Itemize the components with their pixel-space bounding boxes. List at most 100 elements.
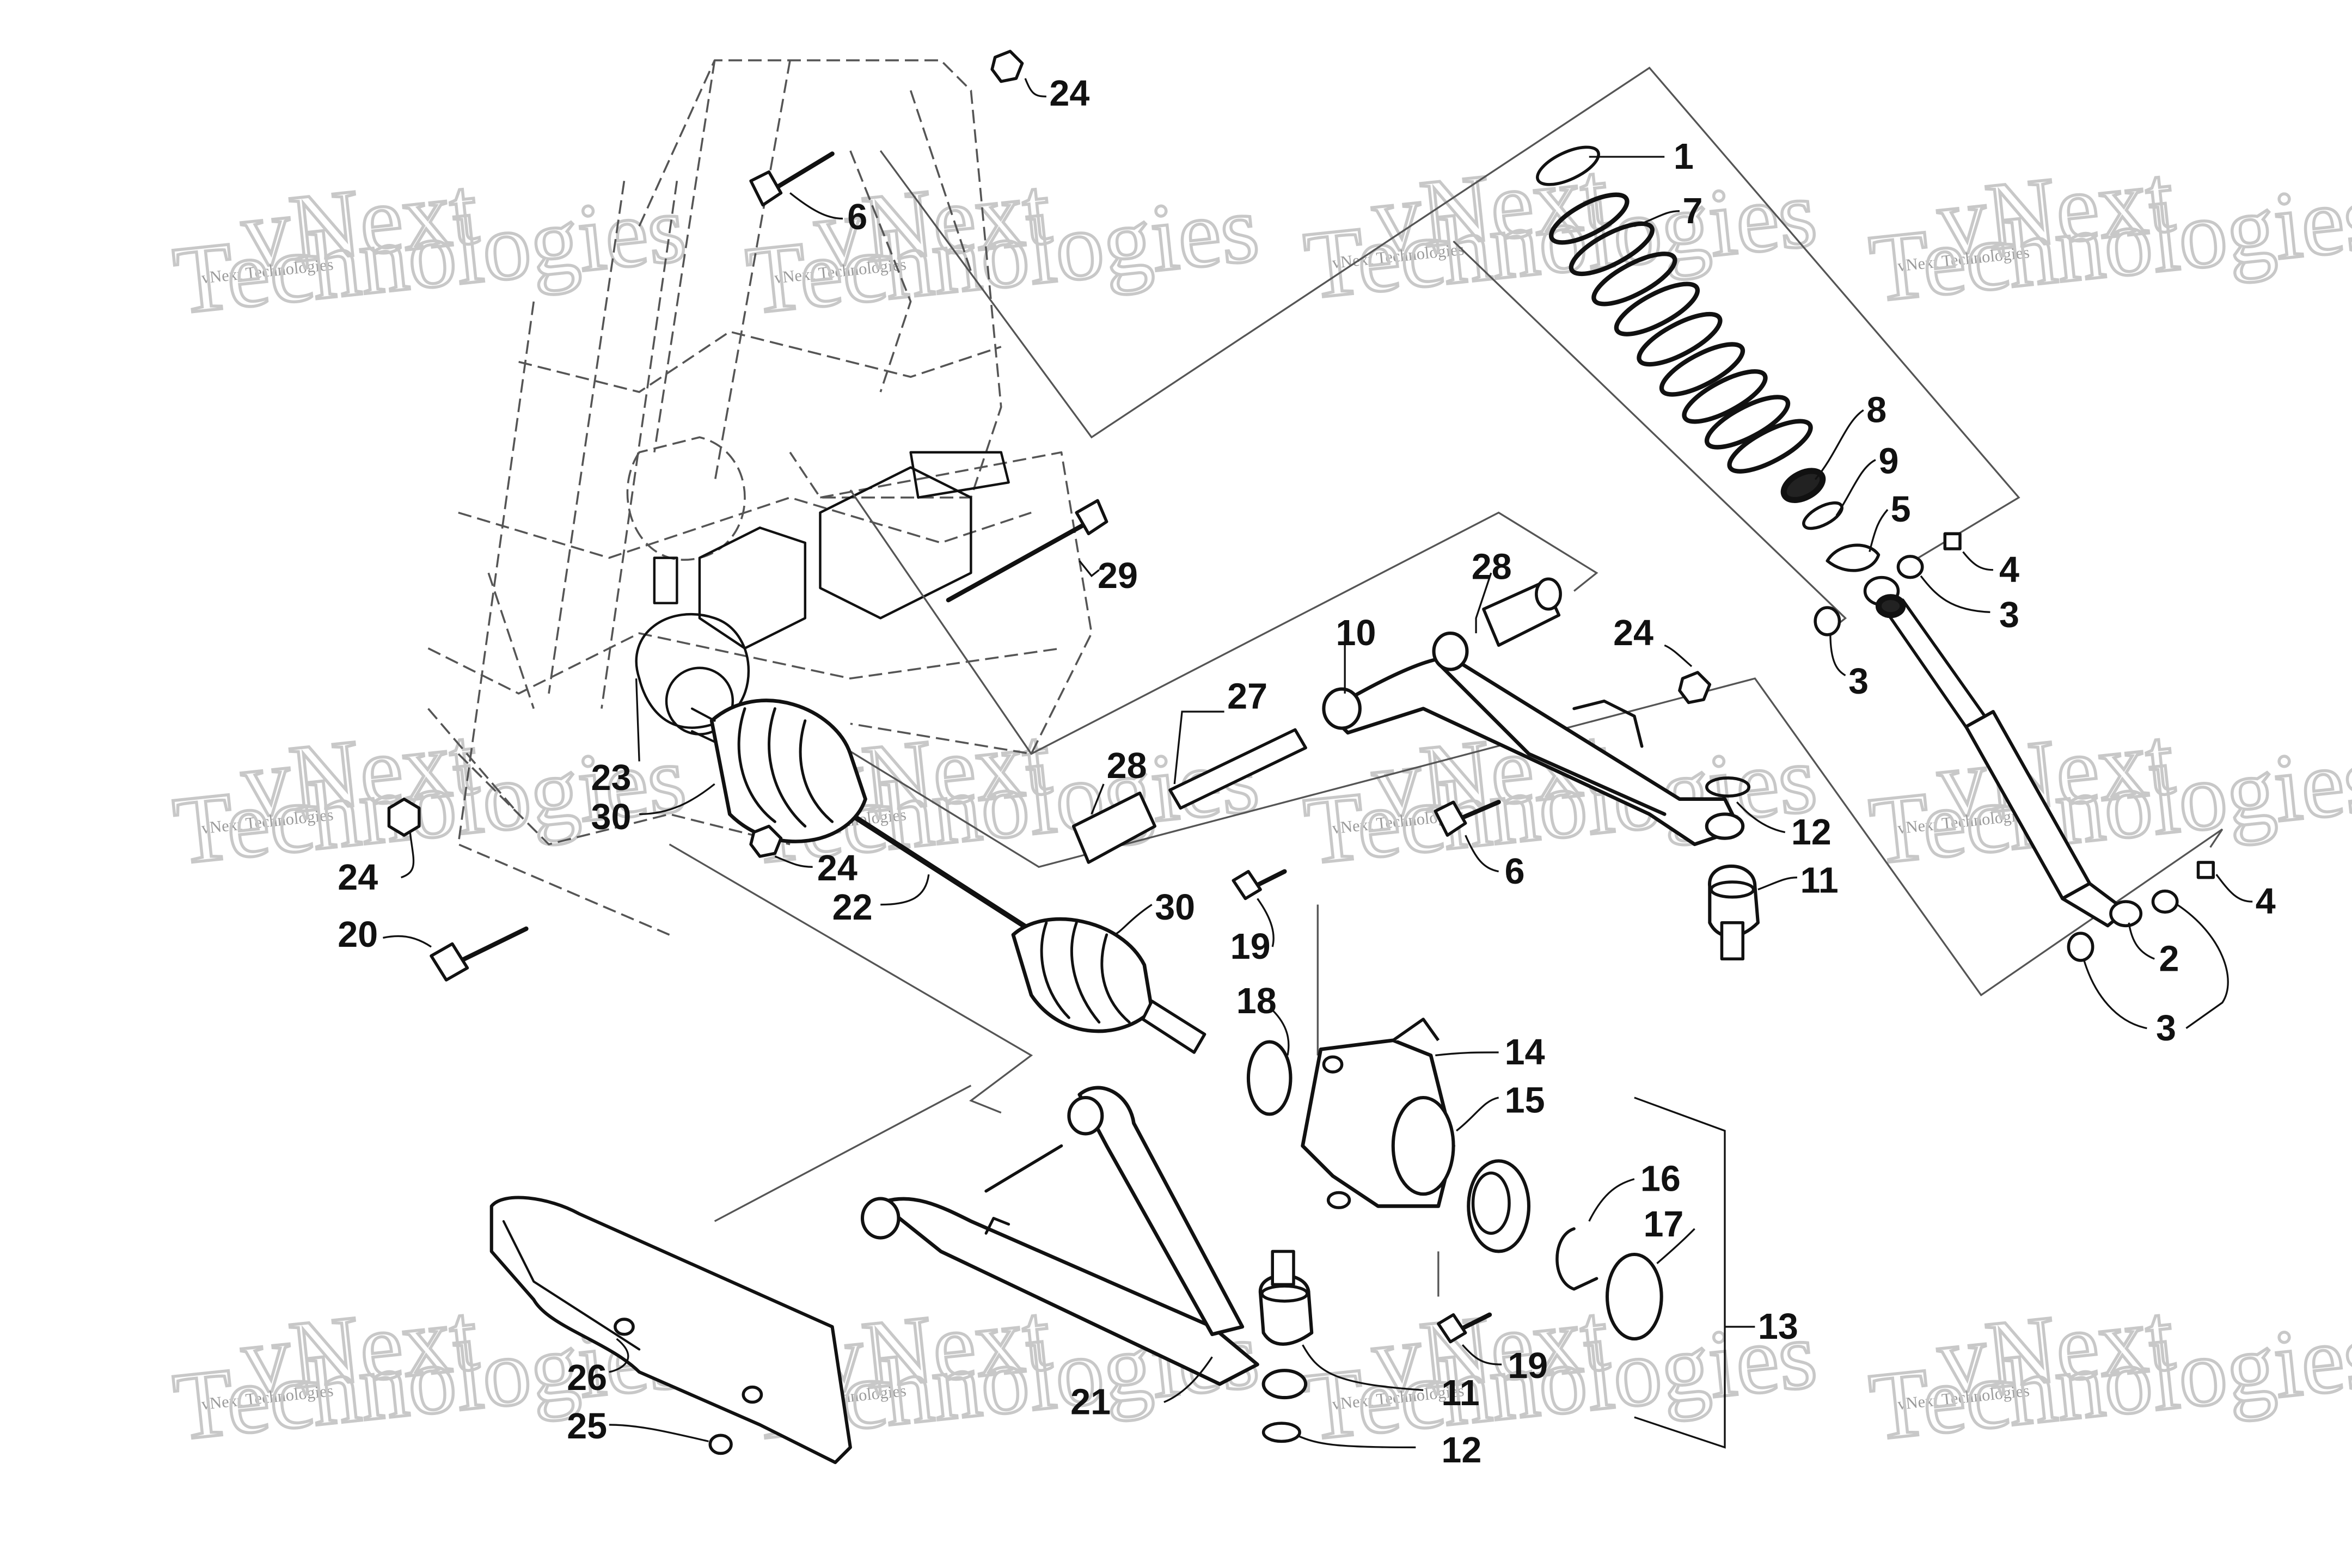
callout-15: 15 — [1505, 1081, 1545, 1121]
nut-24-top — [990, 50, 1024, 83]
bolt-19-bottom — [1437, 1312, 1492, 1344]
watermark-big: vNext — [1933, 1283, 2178, 1414]
bolt-6-top — [749, 151, 835, 207]
retaining-ring-lower — [1261, 1422, 1301, 1443]
coil-spring — [1548, 192, 1813, 474]
screw-25 — [708, 1434, 733, 1455]
spring-adjuster — [1780, 468, 1826, 503]
nut-24-mid — [1678, 671, 1712, 705]
ball-joint-lower — [1259, 1250, 1314, 1346]
callout-28-left: 28 — [1107, 746, 1147, 786]
callout-27: 27 — [1227, 677, 1267, 717]
engine-components — [635, 451, 1010, 736]
nut-24-axle — [749, 824, 783, 858]
callout-12-lower: 12 — [1441, 1430, 1481, 1471]
sleeve-bottom — [2196, 861, 2215, 879]
skid-plate — [489, 1196, 852, 1465]
watermark: vNext vNext Technologies Technologies — [740, 156, 1265, 336]
callout-6-mid: 6 — [1505, 852, 1525, 892]
callout-24-top: 24 — [1049, 74, 1089, 114]
lower-a-arm — [860, 1086, 1308, 1400]
snap-ring — [1555, 1227, 1598, 1291]
callout-30-right: 30 — [1155, 887, 1195, 928]
sleeve-27 — [1168, 728, 1307, 810]
callout-3-bottom: 3 — [2156, 1008, 2176, 1049]
callout-22: 22 — [832, 887, 873, 928]
callout-19-top: 19 — [1230, 927, 1271, 967]
shock-assembly — [1536, 145, 2215, 962]
watermark-big: vNext — [237, 157, 482, 287]
watermark: vNext vNext Technologies Technologies — [168, 156, 692, 336]
bushing-bottom — [2151, 889, 2179, 914]
nut-24-left — [387, 797, 421, 837]
callout-1: 1 — [1674, 137, 1694, 177]
watermark: vNext vNext Technologies Technologies — [1864, 144, 2352, 324]
cv-boot-outer — [1011, 917, 1154, 1033]
bushing-28-left — [1071, 791, 1156, 864]
callout-8: 8 — [1866, 390, 1886, 430]
callout-3-top-left: 3 — [1848, 661, 1869, 702]
bushing-bottom-left — [2067, 932, 2094, 962]
callout-13: 13 — [1758, 1307, 1798, 1347]
sleeve-top — [1943, 532, 1962, 550]
bolt-19-top — [1232, 869, 1287, 901]
chassis-frame-ghost — [427, 59, 1093, 936]
callout-labels: 1 7 8 9 5 4 3 3 24 6 29 28 10 24 27 28 1… — [338, 74, 2275, 1471]
seal — [1605, 1252, 1663, 1341]
seal-18 — [1246, 1040, 1293, 1116]
callout-11-upper: 11 — [1800, 860, 1838, 901]
callout-17: 17 — [1643, 1204, 1683, 1245]
long-bolt — [946, 499, 1108, 603]
callout-29: 29 — [1098, 556, 1138, 596]
pivot-sleeves — [1071, 577, 1562, 864]
bushing-top — [1896, 555, 1924, 579]
callout-21: 21 — [1070, 1382, 1111, 1423]
callout-6-top: 6 — [847, 197, 867, 237]
bushing-top-left — [1814, 606, 1841, 636]
callout-2: 2 — [2159, 939, 2179, 979]
ball-joints — [1259, 864, 1760, 1346]
callout-24-left: 24 — [338, 857, 378, 898]
callout-18: 18 — [1236, 981, 1277, 1021]
bolt-20 — [430, 926, 529, 982]
shock-absorber — [1863, 575, 2143, 928]
callout-5: 5 — [1891, 489, 1911, 530]
fasteners — [387, 50, 1712, 1455]
callout-19-bottom: 19 — [1508, 1346, 1548, 1386]
leader-lines — [383, 78, 2253, 1449]
callout-9: 9 — [1878, 442, 1898, 482]
callout-25: 25 — [567, 1406, 607, 1447]
spring-retainer-top — [1536, 145, 1600, 186]
callout-28-right: 28 — [1472, 547, 1512, 587]
callout-14: 14 — [1505, 1032, 1545, 1073]
watermark-big: vNext — [237, 1283, 482, 1414]
spring-seat — [1826, 543, 1881, 572]
watermark-big: vNext — [1933, 145, 2178, 275]
callout-4-bottom: 4 — [2256, 881, 2276, 922]
bolt-6-mid — [1434, 800, 1501, 837]
watermark-big: vNext — [1368, 1283, 1613, 1414]
retaining-ring-upper — [1705, 776, 1751, 798]
steering-knuckle — [1246, 1018, 1663, 1341]
upper-a-arm — [1322, 632, 1745, 847]
callout-10: 10 — [1336, 613, 1376, 653]
watermark: vNext vNext Technologies Technologies — [1864, 1282, 2352, 1462]
callout-24-axle: 24 — [817, 848, 857, 889]
cv-axle — [691, 699, 1206, 1054]
callout-12-upper: 12 — [1791, 812, 1832, 853]
callout-26: 26 — [567, 1358, 607, 1398]
callout-16: 16 — [1640, 1159, 1681, 1199]
retaining-rings — [1261, 776, 1751, 1443]
watermark-big: vNext — [237, 707, 482, 838]
ball-joint-upper — [1708, 864, 1760, 960]
watermark-big: vNext — [810, 1283, 1055, 1414]
callout-3-top-right: 3 — [1999, 595, 2019, 635]
callout-23: 23 — [591, 758, 632, 798]
watermark: vNext vNext Technologies Technologies — [1864, 706, 2352, 886]
callout-11-lower: 11 — [1441, 1373, 1479, 1413]
watermark: vNext vNext Technologies Technologies — [1298, 1282, 1822, 1462]
callout-7: 7 — [1682, 191, 1702, 231]
callout-20: 20 — [338, 915, 378, 955]
cv-boot-inner — [709, 699, 867, 843]
